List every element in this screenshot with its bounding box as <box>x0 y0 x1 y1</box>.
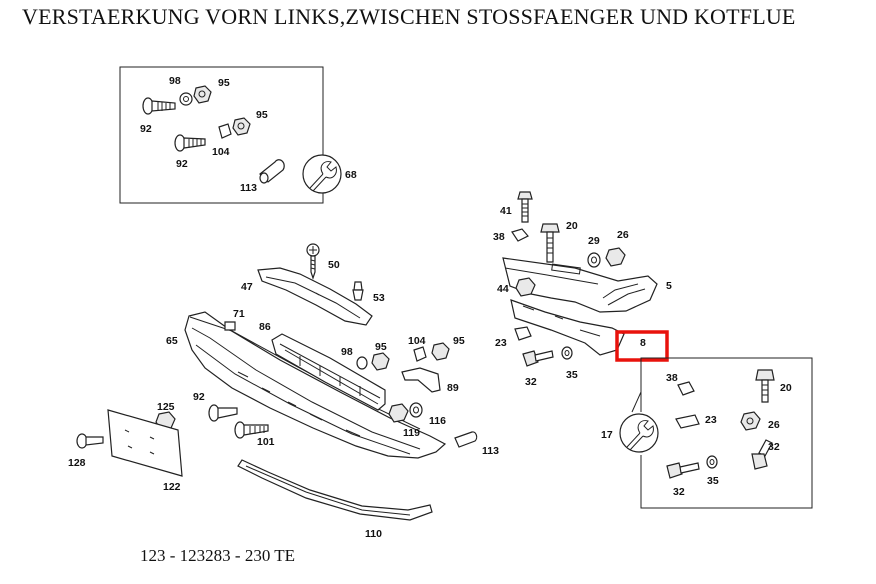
label-92: 92 <box>176 158 188 170</box>
label-32: 32 <box>673 486 685 498</box>
label-86: 86 <box>259 321 271 333</box>
wrench-icon <box>619 413 659 453</box>
label-95: 95 <box>375 341 387 353</box>
label-35: 35 <box>566 369 578 381</box>
label-104: 104 <box>212 146 230 158</box>
label-26: 26 <box>768 419 780 431</box>
label-5: 5 <box>666 280 672 292</box>
bracket-assembly: 41 20 38 29 26 5 44 23 8 32 35 <box>493 191 672 388</box>
label-23: 23 <box>705 414 717 426</box>
label-125: 125 <box>157 401 175 413</box>
label-35: 35 <box>707 475 719 487</box>
label-47: 47 <box>241 281 253 293</box>
label-38: 38 <box>493 231 505 243</box>
label-71: 71 <box>233 308 245 320</box>
label-44: 44 <box>497 283 509 295</box>
label-110: 110 <box>365 528 382 540</box>
washer-part <box>179 92 193 106</box>
label-116: 116 <box>429 415 446 427</box>
label-101: 101 <box>257 436 275 448</box>
inset-bottom-right: 17 38 20 23 26 32 32 35 <box>601 357 813 509</box>
label-119: 119 <box>403 427 420 439</box>
label-68: 68 <box>345 169 357 181</box>
label-92: 92 <box>193 391 205 403</box>
label-98: 98 <box>341 346 353 358</box>
label-128: 128 <box>68 457 86 469</box>
label-113: 113 <box>240 182 257 194</box>
inset-top-left: 98 95 92 95 92 104 113 68 <box>119 66 357 204</box>
label-17: 17 <box>601 429 613 441</box>
label-8: 8 <box>640 337 646 349</box>
label-113: 113 <box>482 445 499 457</box>
diagram-title: VERSTAERKUNG VORN LINKS,ZWISCHEN STOSSFA… <box>22 4 796 29</box>
inset-frame <box>119 66 324 204</box>
label-65: 65 <box>166 335 178 347</box>
label-32: 32 <box>525 376 537 388</box>
label-95: 95 <box>218 77 230 89</box>
label-92: 92 <box>140 123 152 135</box>
label-53: 53 <box>373 292 385 304</box>
label-50: 50 <box>328 259 340 271</box>
label-20: 20 <box>780 382 792 394</box>
label-38: 38 <box>666 372 678 384</box>
label-122: 122 <box>163 481 181 493</box>
label-26: 26 <box>617 229 629 241</box>
label-41: 41 <box>500 205 512 217</box>
label-20: 20 <box>566 220 578 232</box>
label-98: 98 <box>169 75 181 87</box>
model-caption: 123 - 123283 - 230 TE <box>140 546 296 565</box>
bolt-part <box>142 97 176 115</box>
inset-frame <box>640 357 813 509</box>
label-23: 23 <box>495 337 507 349</box>
clip-part <box>218 123 232 139</box>
bumper-assembly: 50 47 53 71 86 65 104 95 98 95 89 92 125… <box>68 243 499 540</box>
label-29: 29 <box>588 235 600 247</box>
label-89: 89 <box>447 382 459 394</box>
highlight-box <box>615 330 669 362</box>
wrench-icon <box>302 154 342 194</box>
label-95: 95 <box>256 109 268 121</box>
bolt-part <box>174 134 206 152</box>
label-95: 95 <box>453 335 465 347</box>
nut-part <box>232 117 251 136</box>
label-32: 32 <box>768 441 780 453</box>
label-104: 104 <box>408 335 426 347</box>
nut-part <box>193 85 212 104</box>
